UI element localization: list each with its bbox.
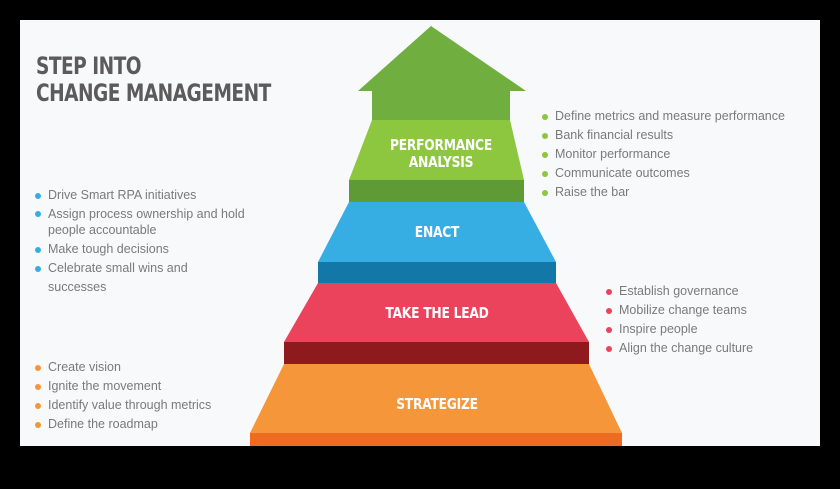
enact-bullets: Drive Smart RPA initiatives Assign proce…: [35, 186, 245, 297]
bullet-dot-icon: [606, 346, 612, 352]
list-item: Make tough decisions: [35, 240, 245, 259]
tier-strategize-base: [250, 433, 622, 446]
list-item: Ignite the movement: [35, 377, 211, 396]
strategize-bullets: Create vision Ignite the movement Identi…: [35, 358, 211, 434]
list-item: Define the roadmap: [35, 415, 211, 434]
tier-label-performance-analysis: PERFORMANCE ANALYSIS: [375, 137, 506, 171]
performance-analysis-bullets: Define metrics and measure performance B…: [542, 107, 785, 202]
bullet-dot-icon: [606, 308, 612, 314]
bullet-dot-icon: [542, 190, 548, 196]
bullet-dot-icon: [35, 211, 41, 217]
bullet-text: Define metrics and measure performance: [555, 109, 785, 123]
list-item: Define metrics and measure performance: [542, 107, 785, 126]
bullet-dot-icon: [35, 193, 41, 199]
up-arrow-icon: [358, 26, 526, 120]
tier-enact-base: [318, 262, 556, 283]
bullet-text: Create vision: [48, 360, 121, 374]
tier-label-line-1: PERFORMANCE: [389, 136, 492, 154]
diagram-title: STEP INTO CHANGE MANAGEMENT: [36, 53, 271, 107]
bullet-text: Mobilize change teams: [619, 303, 747, 317]
bullet-dot-icon: [542, 133, 548, 139]
list-item: Create vision: [35, 358, 211, 377]
bullet-dot-icon: [606, 289, 612, 295]
bullet-text: Align the change culture: [619, 341, 754, 355]
tier-label-line-2: ANALYSIS: [408, 153, 474, 171]
tier-label-enact: ENACT: [414, 223, 460, 241]
list-item: Establish governance: [606, 282, 753, 301]
bullet-dot-icon: [35, 403, 41, 409]
tier-take-the-lead-base: [284, 342, 589, 364]
take-the-lead-bullets: Establish governance Mobilize change tea…: [606, 282, 753, 358]
list-item: Drive Smart RPA initiatives: [35, 186, 245, 205]
tier-performance-analysis-face: [349, 120, 524, 180]
diagram-canvas: STEP INTO CHANGE MANAGEMENT PERFORMANCE …: [20, 20, 820, 446]
change-management-pyramid: [250, 26, 622, 446]
bullet-dot-icon: [35, 384, 41, 390]
tier-strategize-face: [250, 364, 622, 433]
bullet-dot-icon: [542, 171, 548, 177]
bullet-dot-icon: [35, 247, 41, 253]
tier-take-the-lead-face: [284, 283, 589, 342]
list-item: Assign process ownership and hold people…: [35, 205, 245, 240]
tier-performance-analysis-base: [349, 180, 524, 202]
bullet-text: Identify value through metrics: [48, 398, 212, 412]
bullet-text: Ignite the movement: [48, 379, 162, 393]
bullet-text: Define the roadmap: [48, 417, 158, 431]
bullet-dot-icon: [542, 152, 548, 158]
bullet-text: Celebrate small wins and successes: [48, 261, 188, 294]
list-item: Identify value through metrics: [35, 396, 211, 415]
list-item: Bank financial results: [542, 126, 785, 145]
list-item: Monitor performance: [542, 145, 785, 164]
bullet-text: Monitor performance: [555, 147, 671, 161]
bullet-dot-icon: [542, 114, 548, 120]
title-line-2: CHANGE MANAGEMENT: [36, 79, 271, 107]
bullet-dot-icon: [35, 365, 41, 371]
tier-label-strategize: STRATEGIZE: [396, 395, 478, 413]
bullet-text: Bank financial results: [555, 128, 674, 142]
bullet-text: Drive Smart RPA initiatives: [48, 188, 197, 202]
tier-label-take-the-lead: TAKE THE LEAD: [385, 304, 489, 322]
tier-enact-face: [318, 202, 556, 262]
list-item: Raise the bar: [542, 183, 785, 202]
list-item: Celebrate small wins and successes: [35, 259, 245, 297]
bullet-text: Establish governance: [619, 284, 739, 298]
bullet-dot-icon: [606, 327, 612, 333]
list-item: Mobilize change teams: [606, 301, 753, 320]
bullet-text: Make tough decisions: [48, 242, 169, 256]
bullet-text: Communicate outcomes: [555, 166, 690, 180]
list-item: Align the change culture: [606, 339, 753, 358]
bullet-text: Raise the bar: [555, 185, 630, 199]
title-line-1: STEP INTO: [36, 52, 142, 80]
bullet-text: Assign process ownership and hold people…: [48, 207, 245, 237]
bullet-dot-icon: [35, 266, 41, 272]
bullet-text: Inspire people: [619, 322, 698, 336]
list-item: Inspire people: [606, 320, 753, 339]
bullet-dot-icon: [35, 422, 41, 428]
list-item: Communicate outcomes: [542, 164, 785, 183]
